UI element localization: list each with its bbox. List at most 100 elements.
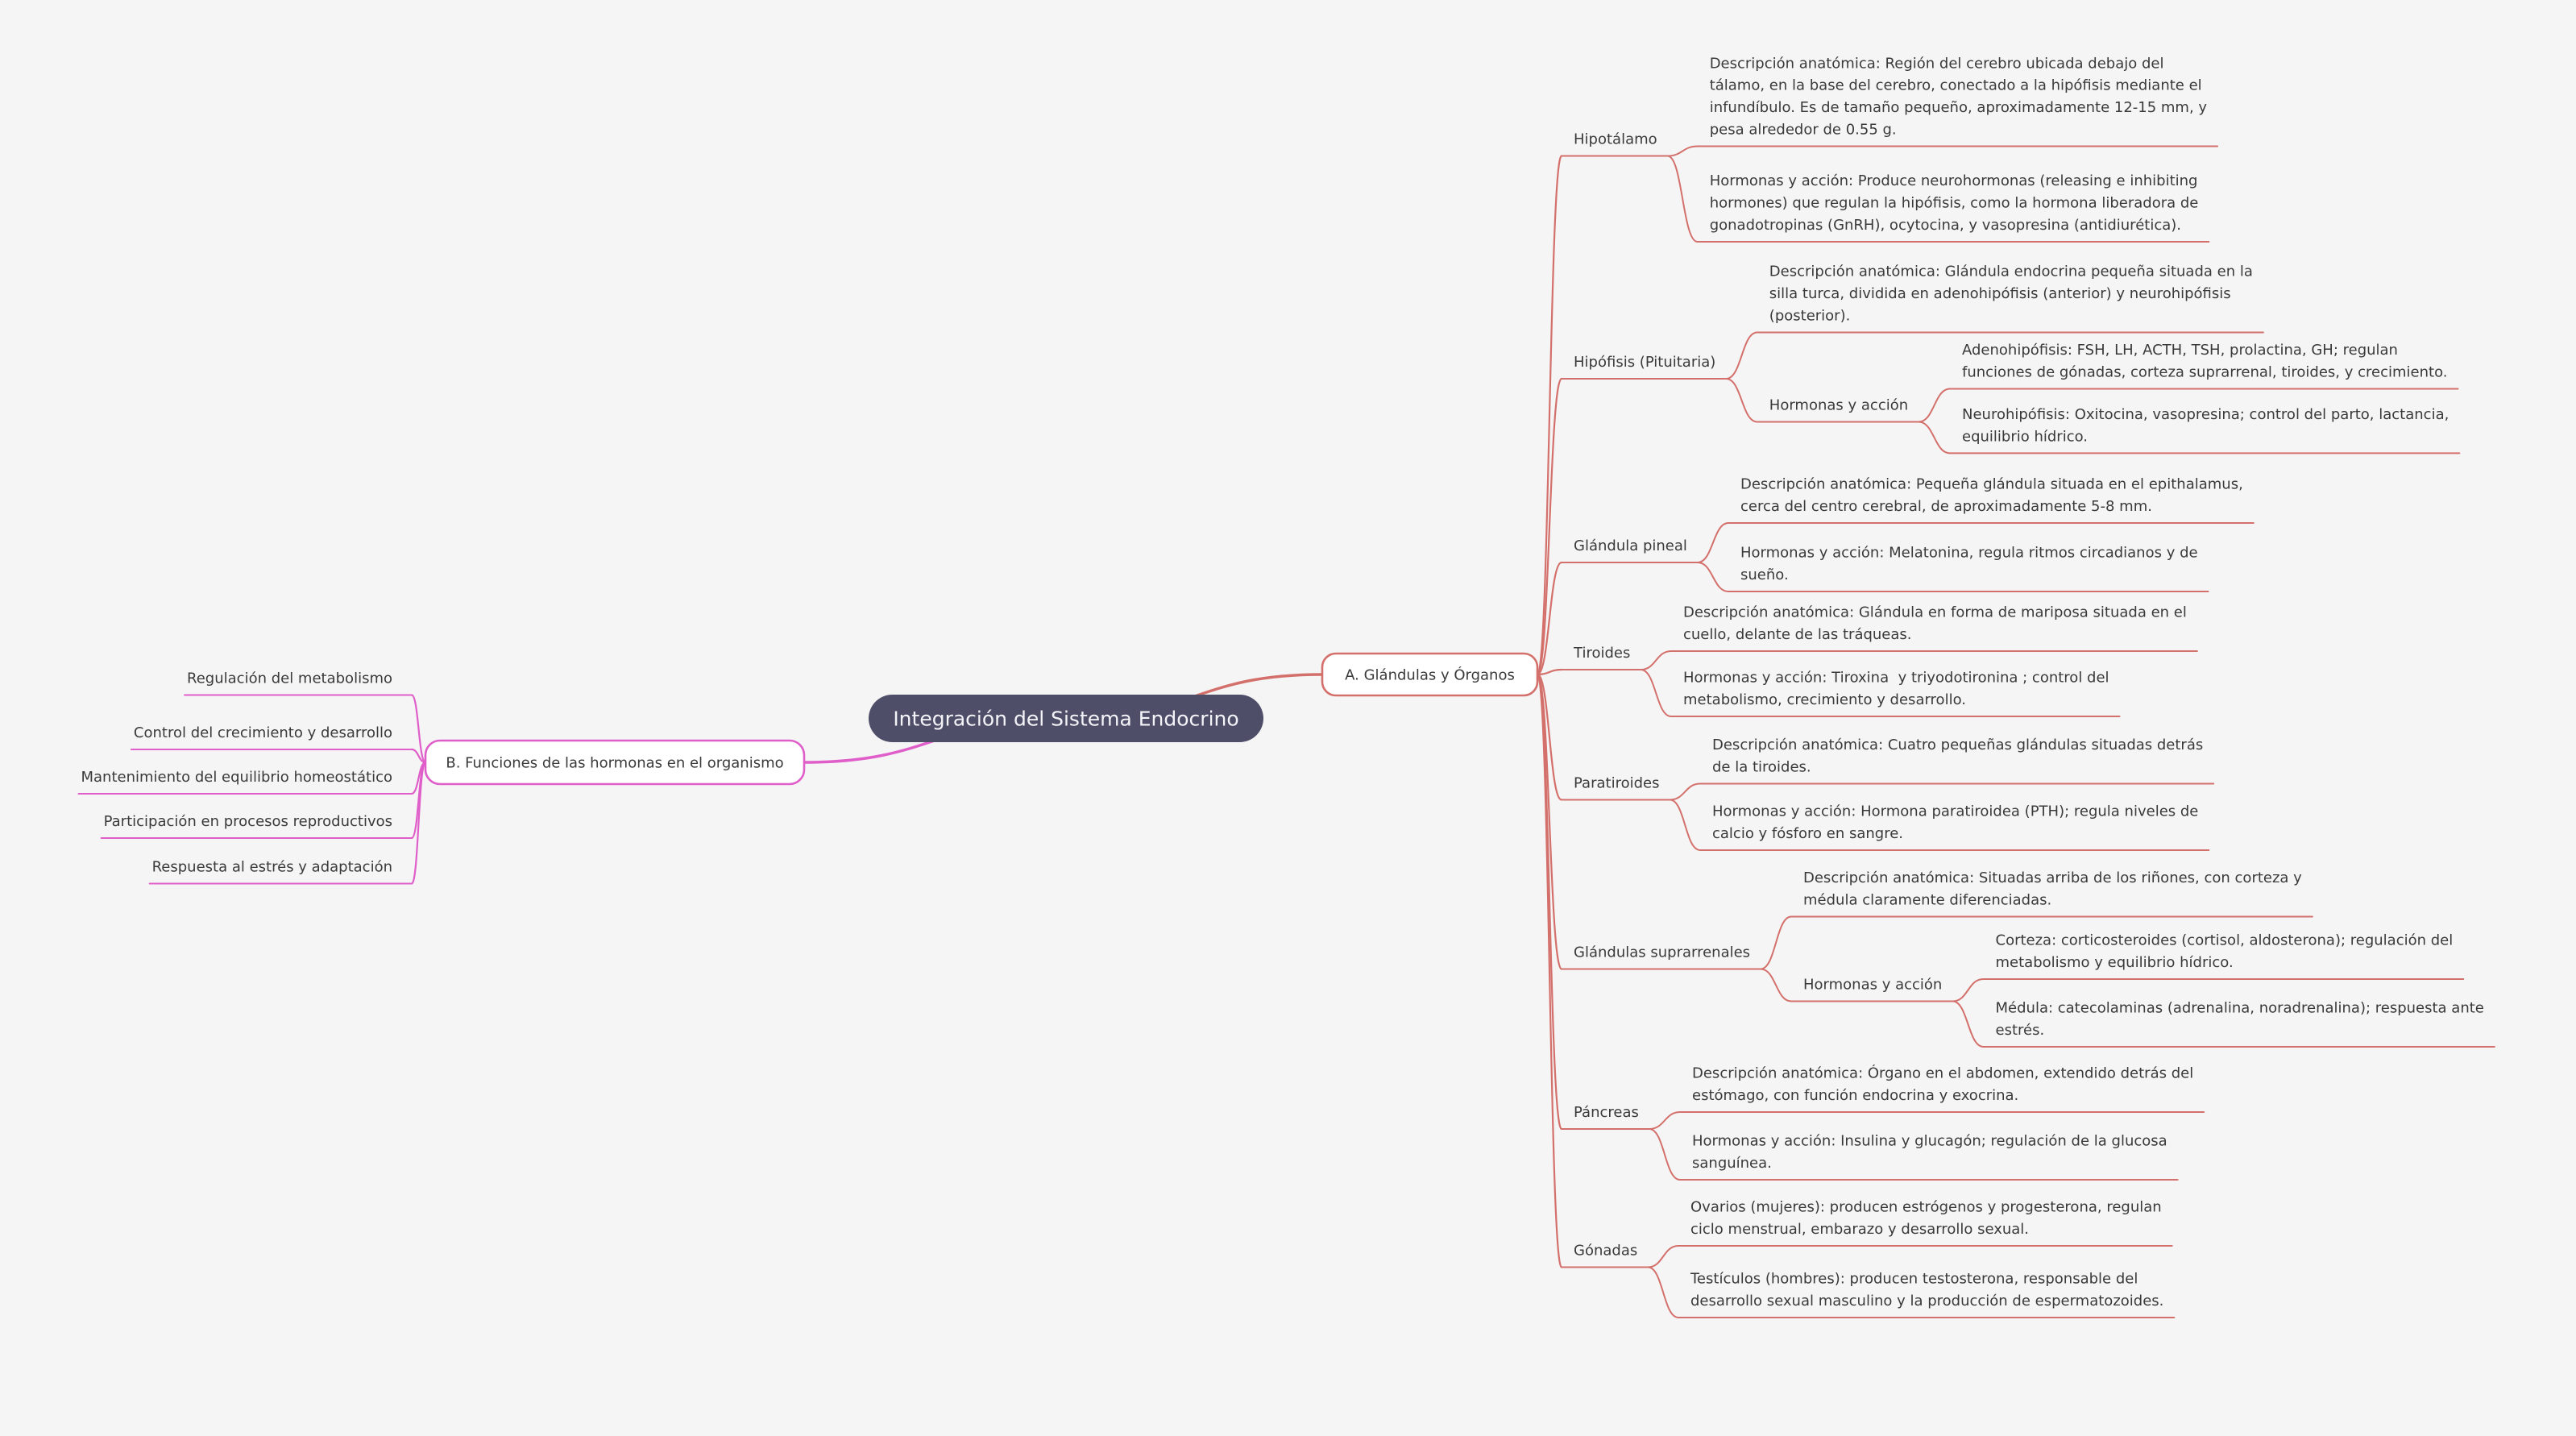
- node-pancreas-descripcion[interactable]: Descripción anatómica: Órgano en el abdo…: [1679, 1065, 2205, 1113]
- node-label-line-hipotalamo-descripcion-0: Descripción anatómica: Región del cerebr…: [1710, 55, 2164, 72]
- node-suprarrenales-descripcion[interactable]: Descripción anatómica: Situadas arriba d…: [1790, 869, 2313, 918]
- node-label-pineal-descripcion: Descripción anatómica: Pequeña glándula …: [1740, 476, 2243, 515]
- node-box-root: [869, 695, 1263, 742]
- node-box-funciones-de-las-hormonas: [424, 739, 806, 786]
- link-glandulas-y-organos-tiroides: [1536, 668, 1563, 676]
- node-funciones-de-las-hormonas[interactable]: B. Funciones de las hormonas en el organ…: [424, 739, 806, 786]
- node-hipotalamo-hormonas[interactable]: Hormonas y acción: Produce neurohormonas…: [1696, 172, 2210, 243]
- node-label-line-pineal-descripcion-0: Descripción anatómica: Pequeña glándula …: [1740, 476, 2243, 493]
- node-paratiroides[interactable]: Paratiroides: [1561, 775, 1671, 801]
- node-regulacion-metabolismo[interactable]: Regulación del metabolismo: [184, 670, 413, 696]
- node-label-gonadas: Gónadas: [1574, 1243, 1637, 1260]
- node-label-line-glandula-pineal-0: Glándula pineal: [1574, 537, 1687, 554]
- node-pineal-hormonas[interactable]: Hormonas y acción: Melatonina, regula ri…: [1728, 545, 2209, 592]
- node-label-line-tiroides-hormonas-1: metabolismo, crecimiento y desarrollo.: [1683, 691, 1966, 708]
- node-tiroides-hormonas[interactable]: Hormonas y acción: Tiroxina y triyodotir…: [1670, 670, 2121, 717]
- node-label-line-paratiroides-hormonas-0: Hormonas y acción: Hormona paratiroidea …: [1712, 803, 2198, 820]
- node-label-line-hipotalamo-descripcion-2: infundíbulo. Es de tamaño pequeño, aprox…: [1710, 99, 2208, 116]
- link-neurohipofisis: [1918, 421, 1951, 454]
- node-label-line-pineal-descripcion-1: cerca del centro cerebral, de aproximada…: [1740, 498, 2152, 515]
- node-label-paratiroides: Paratiroides: [1574, 775, 1659, 792]
- node-label-line-corteza-1: metabolismo y equilibrio hídrico.: [1996, 954, 2234, 971]
- node-paratiroides-hormonas[interactable]: Hormonas y acción: Hormona paratiroidea …: [1699, 803, 2210, 851]
- link-paratiroides-hormonas: [1669, 799, 1701, 851]
- node-label-tiroides-descripcion: Descripción anatómica: Glándula en forma…: [1683, 604, 2187, 643]
- node-label-line-medula-1: estrés.: [1996, 1022, 2045, 1039]
- node-respuesta-estres[interactable]: Respuesta al estrés y adaptación: [148, 859, 413, 885]
- node-label-glandula-pineal: Glándula pineal: [1574, 537, 1687, 554]
- node-label-line-neurohipofisis-1: equilibrio hídrico.: [1962, 428, 2088, 445]
- node-equilibrio-homeostatico[interactable]: Mantenimiento del equilibrio homeostátic…: [77, 769, 413, 795]
- node-label-line-neurohipofisis-0: Neurohipófisis: Oxitocina, vasopresina; …: [1962, 406, 2449, 423]
- nodes-layer: Integración del Sistema Endocrino A. Glán…: [77, 55, 2495, 1318]
- node-label-line-pancreas-hormonas-1: sanguínea.: [1692, 1155, 1772, 1172]
- node-hipotalamo-descripcion[interactable]: Descripción anatómica: Región del cerebr…: [1696, 55, 2219, 147]
- node-root[interactable]: Integración del Sistema Endocrino: [869, 695, 1263, 742]
- node-label-paratiroides-hormonas: Hormonas y acción: Hormona paratiroidea …: [1712, 803, 2198, 842]
- node-label-tiroides: Tiroides: [1573, 645, 1630, 662]
- node-corteza[interactable]: Corteza: corticosteroides (cortisol, ald…: [1982, 932, 2465, 980]
- node-pineal-descripcion[interactable]: Descripción anatómica: Pequeña glándula …: [1728, 476, 2255, 524]
- node-label-line-adenohipofisis-1: funciones de gónadas, corteza suprarrena…: [1962, 364, 2448, 381]
- node-tiroides[interactable]: Tiroides: [1561, 645, 1642, 670]
- node-label-equilibrio-homeostatico: Mantenimiento del equilibrio homeostátic…: [81, 769, 393, 786]
- node-label-line-respuesta-estres-0: Respuesta al estrés y adaptación: [152, 859, 392, 876]
- node-glandulas-y-organos[interactable]: A. Glándulas y Órganos: [1321, 652, 1539, 697]
- node-label-line-hipotalamo-hormonas-2: gonadotropinas (GnRH), ocytocina, y vaso…: [1710, 217, 2181, 234]
- node-label-line-hipotalamo-descripcion-3: pesa alrededor de 0.55 g.: [1710, 122, 1897, 139]
- node-label-line-testiculos-0: Testículos (hombres): producen testoster…: [1690, 1271, 2138, 1288]
- link-ovarios: [1647, 1245, 1679, 1268]
- node-label-line-gonadas-0: Gónadas: [1574, 1243, 1637, 1260]
- node-testiculos[interactable]: Testículos (hombres): producen testoster…: [1678, 1271, 2176, 1318]
- node-hipofisis-hormonas[interactable]: Hormonas y acción: [1756, 397, 1920, 423]
- link-adenohipofisis: [1918, 388, 1951, 423]
- node-label-line-paratiroides-hormonas-1: calcio y fósforo en sangre.: [1712, 825, 1903, 842]
- node-hipotalamo[interactable]: Hipotálamo: [1561, 131, 1669, 157]
- link-glandulas-y-organos-glandula-pineal: [1536, 561, 1563, 676]
- node-label-line-control-crecimiento-0: Control del crecimiento y desarrollo: [134, 724, 392, 741]
- node-label-funciones-de-las-hormonas: B. Funciones de las hormonas en el organ…: [446, 754, 783, 771]
- link-funciones-de-las-hormonas-regulacion-metabolismo: [410, 694, 427, 764]
- node-label-line-paratiroides-descripcion-0: Descripción anatómica: Cuatro pequeñas g…: [1712, 737, 2203, 753]
- node-hipofisis[interactable]: Hipófisis (Pituitaria): [1561, 354, 1728, 380]
- node-adenohipofisis[interactable]: Adenohipófisis: FSH, LH, ACTH, TSH, prol…: [1949, 342, 2459, 390]
- node-label-line-suprarrenales-descripcion-0: Descripción anatómica: Situadas arriba d…: [1803, 869, 2302, 886]
- link-glandulas-y-organos-glandulas-suprarrenales: [1536, 673, 1563, 970]
- link-funciones-de-las-hormonas-respuesta-estres: [410, 761, 427, 885]
- link-hipotalamo-descripcion: [1666, 145, 1699, 157]
- node-label-hipotalamo-descripcion: Descripción anatómica: Región del cerebr…: [1710, 55, 2208, 138]
- link-glandulas-y-organos-gonadas: [1536, 673, 1563, 1268]
- node-control-crecimiento[interactable]: Control del crecimiento y desarrollo: [130, 724, 413, 750]
- node-label-line-glandulas-suprarrenales-0: Glándulas suprarrenales: [1574, 944, 1750, 961]
- node-pancreas-hormonas[interactable]: Hormonas y acción: Insulina y glucagón; …: [1679, 1133, 2179, 1181]
- node-label-corteza: Corteza: corticosteroides (cortisol, ald…: [1996, 932, 2454, 971]
- node-label-pancreas-descripcion: Descripción anatómica: Órgano en el abdo…: [1692, 1065, 2193, 1104]
- node-label-line-hipotalamo-descripcion-1: tálamo, en la base del cerebro, conectad…: [1710, 77, 2202, 94]
- node-label-pineal-hormonas: Hormonas y acción: Melatonina, regula ri…: [1740, 545, 2198, 583]
- node-neurohipofisis[interactable]: Neurohipófisis: Oxitocina, vasopresina; …: [1949, 406, 2461, 454]
- node-suprarrenales-hormonas[interactable]: Hormonas y acción: [1790, 977, 1954, 1002]
- link-paratiroides-descripcion: [1669, 782, 1701, 801]
- node-glandula-pineal[interactable]: Glándula pineal: [1561, 537, 1699, 563]
- node-medula[interactable]: Médula: catecolaminas (adrenalina, norad…: [1982, 1000, 2495, 1048]
- node-glandulas-suprarrenales[interactable]: Glándulas suprarrenales: [1561, 944, 1762, 970]
- node-hipofisis-descripcion[interactable]: Descripción anatómica: Glándula endocrin…: [1756, 264, 2264, 334]
- node-paratiroides-descripcion[interactable]: Descripción anatómica: Cuatro pequeñas g…: [1699, 737, 2215, 785]
- node-tiroides-descripcion[interactable]: Descripción anatómica: Glándula en forma…: [1670, 604, 2198, 652]
- node-label-tiroides-hormonas: Hormonas y acción: Tiroxina y triyodotir…: [1683, 670, 2109, 708]
- node-label-line-hipofisis-descripcion-0: Descripción anatómica: Glándula endocrin…: [1769, 264, 2253, 280]
- node-label-line-hipotalamo-hormonas-0: Hormonas y acción: Produce neurohormonas…: [1710, 172, 2198, 189]
- node-procesos-reproductivos[interactable]: Participación en procesos reproductivos: [100, 813, 413, 839]
- node-label-line-equilibrio-homeostatico-0: Mantenimiento del equilibrio homeostátic…: [81, 769, 393, 786]
- node-gonadas[interactable]: Gónadas: [1561, 1243, 1649, 1268]
- node-ovarios[interactable]: Ovarios (mujeres): producen estrógenos y…: [1678, 1199, 2173, 1247]
- node-label-line-pineal-hormonas-1: sueño.: [1740, 567, 1789, 583]
- node-label-line-hipofisis-hormonas-0: Hormonas y acción: [1769, 397, 1908, 414]
- node-label-line-procesos-reproductivos-0: Participación en procesos reproductivos: [104, 813, 392, 830]
- node-label-procesos-reproductivos: Participación en procesos reproductivos: [104, 813, 392, 830]
- node-label-pancreas: Páncreas: [1574, 1104, 1639, 1121]
- link-pineal-hormonas: [1696, 562, 1729, 592]
- link-corteza: [1952, 978, 1985, 1002]
- link-hipotalamo-hormonas: [1666, 155, 1699, 243]
- node-pancreas[interactable]: Páncreas: [1561, 1104, 1650, 1130]
